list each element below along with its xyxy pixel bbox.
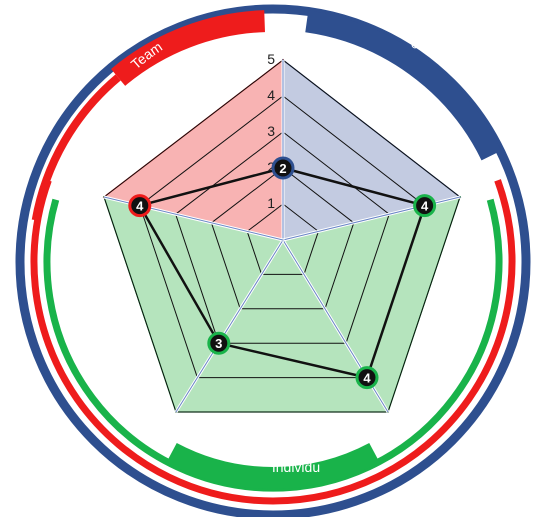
team-ring-band	[111, 10, 266, 86]
data-series: 2 4 4 3 4	[128, 156, 437, 390]
team-ring-lower	[30, 179, 516, 505]
organisatie-ring-band	[305, 10, 502, 161]
scale-ticks: 1 2 3 4 5	[267, 51, 275, 211]
data-label-3: 4	[363, 371, 371, 386]
data-point-1	[271, 156, 295, 180]
tick-label-1: 1	[267, 195, 275, 211]
tick-label-2: 2	[267, 159, 275, 175]
grid-ring-1	[246, 203, 319, 275]
individu-ring-band	[166, 442, 380, 489]
individu-label: Individu	[272, 459, 320, 475]
data-label-5: 4	[136, 199, 144, 214]
series-line	[137, 166, 427, 380]
data-label-4: 3	[215, 336, 222, 351]
data-point-2	[413, 194, 437, 218]
grid-ring-5	[103, 59, 461, 413]
data-label-2: 4	[421, 199, 429, 214]
data-label-1: 2	[279, 161, 286, 176]
grid-ring-3	[175, 131, 390, 344]
tick-label-4: 4	[267, 87, 275, 103]
grid-ring-4	[139, 95, 426, 379]
data-point-3	[355, 366, 379, 390]
outer-rings	[15, 4, 531, 520]
grid-ring-2	[210, 167, 355, 310]
data-point-5	[128, 194, 152, 218]
tick-label-5: 5	[267, 51, 275, 67]
spoke-4	[175, 239, 284, 413]
data-point-4	[207, 331, 231, 355]
organisatie-outer-ring	[15, 4, 531, 520]
tick-label-3: 3	[267, 123, 275, 139]
